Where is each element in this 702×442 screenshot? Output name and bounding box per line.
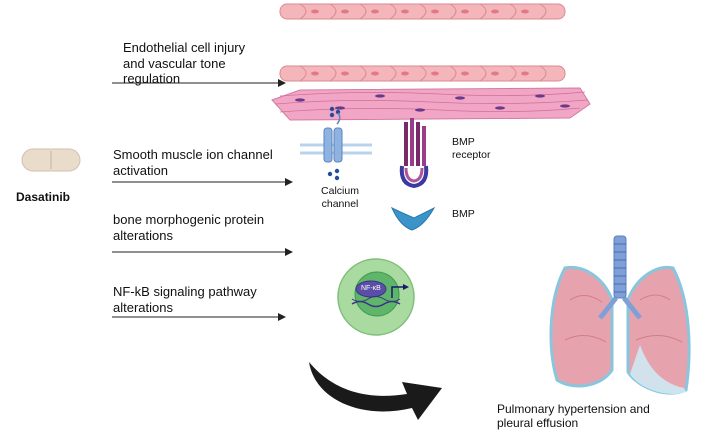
calcium-label-line2: channel <box>321 197 359 210</box>
mechanism-endothelial-line2: and vascular tone <box>123 55 226 71</box>
calcium-ions-top <box>329 106 341 118</box>
mechanism-smooth-muscle-line1: Smooth muscle ion channel <box>113 147 273 162</box>
calcium-label-line1: Calcium <box>321 185 359 197</box>
outcome-line2: pleural effusion <box>497 416 579 431</box>
bmp-receptor-icon <box>399 118 429 189</box>
smooth-muscle-layer <box>271 87 591 121</box>
mechanism-nfkb-line2: alterations <box>113 299 173 315</box>
endothelial-layer-bottom <box>279 65 566 82</box>
calcium-ions-bottom <box>327 168 340 181</box>
outcome-label: Pulmonary hypertension and pleural effus… <box>497 402 687 431</box>
bmp-receptor-line1: BMP <box>452 136 475 148</box>
mechanism-nfkb-line1: NF-kB signaling pathway <box>113 284 257 299</box>
mechanism-endothelial-line3: regulation <box>123 71 181 87</box>
drug-name: Dasatinib <box>16 190 71 204</box>
outcome-line1: Pulmonary hypertension and <box>497 402 650 416</box>
mechanism-smooth-muscle-line2: activation <box>113 162 168 178</box>
mechanism-endothelial-line1: Endothelial cell injury <box>123 40 246 55</box>
dasatinib-tablet-icon <box>21 148 81 172</box>
trachea-icon <box>598 235 642 320</box>
bmp-receptor-line2: receptor <box>452 148 491 161</box>
mechanism-arrows <box>112 79 293 321</box>
bmp-label: BMP <box>452 208 475 220</box>
mechanism-smooth-muscle-label: Smooth muscle ion channel activation <box>113 147 313 178</box>
mechanism-endothelial-label: Endothelial cell injury and vascular ton… <box>123 40 323 87</box>
mechanism-bmp-line2: alterations <box>113 227 173 243</box>
calcium-channel-icon <box>323 112 343 163</box>
mechanism-bmp-label: bone morphogenic protein alterations <box>113 212 313 243</box>
bmp-receptor-label: BMP receptor <box>452 136 491 161</box>
lungs-icon <box>549 235 691 395</box>
nfkb-cell <box>337 258 415 336</box>
calcium-channel-label: Calcium channel <box>318 185 362 210</box>
outcome-arrow-icon <box>309 362 442 420</box>
bmp-ligand-icon <box>390 206 436 231</box>
mechanism-bmp-line1: bone morphogenic protein <box>113 212 265 227</box>
nfkb-protein-label: NF-κB <box>361 285 381 292</box>
mechanism-nfkb-label: NF-kB signaling pathway alterations <box>113 284 313 315</box>
endothelial-layer-top <box>279 3 566 20</box>
